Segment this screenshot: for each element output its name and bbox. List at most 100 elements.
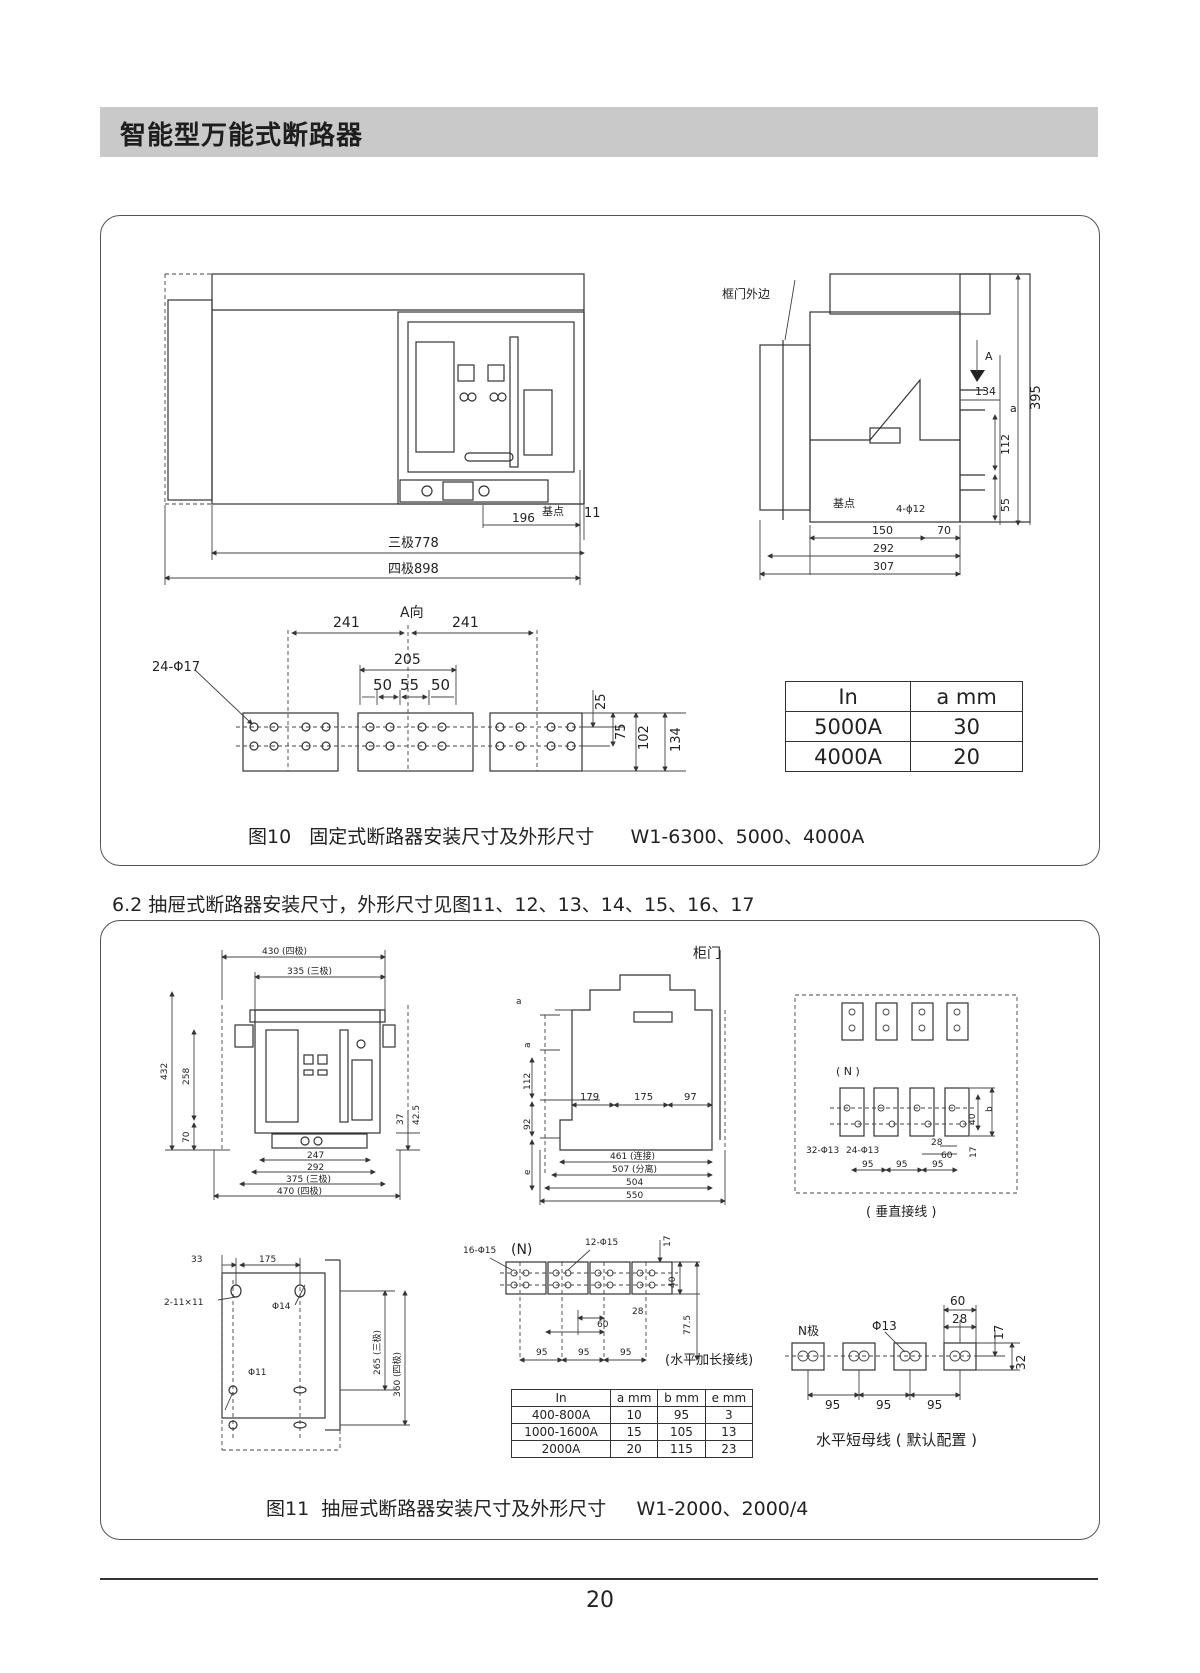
- fig10-side-112: 112: [999, 434, 1012, 455]
- fig10-direction-a: A向: [400, 605, 424, 621]
- fig11-horizontal-long: 16-Φ15 (N) 12-Φ15 17 40 28 60 77.5 95 95…: [463, 1236, 753, 1368]
- fig11-mount-slots: 2-11×11: [164, 1298, 203, 1308]
- fig10-terminal-view: A向 241 241 24-Φ17 205 50 55 50 25 75 102…: [152, 605, 686, 772]
- fig10-dim-196: 196: [512, 511, 535, 525]
- table-cell: 400-800A: [510, 1406, 612, 1424]
- fig11-side-97: 97: [684, 1092, 697, 1103]
- fig11-hshort-17: 17: [992, 1325, 1006, 1340]
- fig11-dim-292: 292: [307, 1163, 324, 1173]
- fig11-hshort-95-c: 95: [927, 1398, 942, 1412]
- fig11-hshort-caption: 水平短母线 ( 默认配置 ): [816, 1431, 977, 1449]
- table-cell: 15: [610, 1423, 659, 1441]
- fig11-dim-37: 37: [396, 1114, 406, 1125]
- fig10-side-395: 395: [1029, 385, 1044, 410]
- fig10-dim-11: 11: [584, 506, 601, 521]
- fig11-hlong-95-a: 95: [536, 1348, 547, 1358]
- fig10-side-55: 55: [999, 498, 1012, 512]
- fig11-vert-95-c: 95: [932, 1160, 943, 1170]
- fig11-hlong-77-5: 77.5: [683, 1315, 693, 1335]
- fig11-dim-335: 335 (三极): [287, 965, 332, 977]
- table-cell: 10: [610, 1406, 659, 1424]
- fig11-hshort-28: 28: [952, 1312, 967, 1326]
- fig11-hlong-holes-16: 16-Φ15: [463, 1246, 496, 1256]
- fig11-dim-470: 470 (四极): [277, 1185, 322, 1197]
- fig11-mount-175: 175: [259, 1255, 276, 1265]
- fig11-vert-n-label: ( N ): [836, 1065, 860, 1078]
- footer-divider: [100, 1578, 1098, 1580]
- fig11-mount-360: 360 (四极): [391, 1352, 403, 1397]
- fig11-vert-caption: ( 垂直接线 ): [866, 1204, 936, 1220]
- fig11-dim-247: 247: [307, 1151, 324, 1161]
- fig11-side-507: 507 (分离): [612, 1163, 657, 1175]
- table-cell: 20: [910, 741, 1023, 772]
- fig10-dim-205: 205: [394, 652, 421, 668]
- table-header-cell: e mm: [704, 1389, 754, 1407]
- fig11-mount-phi11: Φ11: [248, 1368, 267, 1378]
- fig10-side-a: a: [1010, 402, 1017, 415]
- table-header-cell: a mm: [910, 681, 1023, 712]
- table-row: In a mm: [784, 681, 1023, 712]
- header-bar: 智能型万能式断路器: [100, 107, 1098, 157]
- fig11-dim-70: 70: [182, 1131, 192, 1143]
- fig11-vert-95-a: 95: [862, 1160, 873, 1170]
- fig11-hshort-95-a: 95: [825, 1398, 840, 1412]
- table-cell: 105: [657, 1423, 706, 1441]
- fig11-hlong-95-c: 95: [620, 1348, 631, 1358]
- fig10-front-view: 196 基点 11 三极778 四极898: [164, 273, 601, 585]
- fig11-dim-42-5: 42.5: [412, 1105, 422, 1125]
- fig10-side-134: 134: [975, 385, 996, 398]
- fig11-caption: 图11 抽屉式断路器安装尺寸及外形尺寸 W1-2000、2000/4: [266, 1498, 809, 1520]
- table-cell: 5000A: [784, 711, 912, 742]
- fig11-side-461: 461 (连接): [610, 1150, 655, 1162]
- fig10-side-150: 150: [872, 524, 893, 537]
- fig11-vert-dim-60: 60: [941, 1151, 953, 1161]
- table-cell: 115: [657, 1440, 706, 1458]
- fig10-three-pole: 三极778: [388, 536, 439, 551]
- fig11-vert-holes-24: 24-Φ13: [846, 1146, 879, 1156]
- fig11-vertical-connection: ( N ) 40 b 17 28 60 32-Φ13 24-Φ13 95 95 …: [794, 994, 1018, 1220]
- page-number: 20: [586, 1588, 614, 1613]
- fig11-side-504: 504: [626, 1178, 643, 1188]
- fig11-side-view: 柜门 a a 112 92 e 179 175 97 461 (连接) 507 …: [516, 946, 726, 1205]
- section-heading: 6.2 抽屉式断路器安装尺寸，外形尺寸见图11、12、13、14、15、16、1…: [112, 894, 755, 916]
- fig11-dim-432: 432: [160, 1063, 170, 1080]
- fig11-hlong-17: 17: [663, 1236, 673, 1247]
- fig11-mounting-view: 33 175 2-11×11 Φ14 Φ11 265 (三极) 360 (四极): [164, 1255, 410, 1451]
- fig11-hshort-60: 60: [950, 1294, 965, 1308]
- fig10-side-holes: 4-ɸ12: [896, 504, 925, 515]
- table-row: 1000-1600A 15 105 13: [510, 1423, 754, 1441]
- fig11-hlong-n-label: (N): [511, 1242, 532, 1258]
- table-cell: 30: [910, 711, 1023, 742]
- fig11-hlong-holes-12: 12-Φ15: [585, 1238, 618, 1248]
- fig11-vert-holes-32: 32-Φ13: [806, 1146, 839, 1156]
- fig11-side-179: 179: [580, 1092, 599, 1103]
- table-cell: 20: [610, 1440, 659, 1458]
- fig10-dim-25: 25: [594, 693, 609, 710]
- fig10-side-view: 框门外边 A 134 a 112 55 395 基点 4-ɸ12 150 70 …: [722, 273, 1044, 580]
- table-cell: 23: [704, 1440, 754, 1458]
- fig10-side-307: 307: [873, 560, 894, 573]
- fig10-holes-label: 24-Φ17: [152, 660, 200, 675]
- fig10-base-point: 基点: [542, 505, 564, 518]
- fig11-dim-430: 430 (四极): [262, 945, 307, 957]
- table-row: 4000A 20: [784, 741, 1023, 772]
- fig11-cabinet-door: 柜门: [693, 946, 721, 962]
- fig11-side-e: e: [523, 1169, 533, 1175]
- table-row: 400-800A 10 95 3: [510, 1406, 754, 1424]
- fig10-dim-102: 102: [637, 725, 652, 750]
- fig11-vert-dim-40: 40: [968, 1113, 978, 1125]
- fig11-side-a1: a: [516, 997, 522, 1007]
- fig10-four-pole: 四极898: [388, 562, 439, 577]
- page-title: 智能型万能式断路器: [120, 121, 364, 151]
- table-cell: 2000A: [510, 1440, 612, 1458]
- table-header-cell: a mm: [610, 1389, 659, 1407]
- fig10-arrow-a: A: [985, 350, 993, 363]
- fig10-dim-50-a: 50: [373, 676, 392, 694]
- table-row: In a mm b mm e mm: [510, 1389, 754, 1407]
- fig11-mount-phi14: Φ14: [272, 1302, 291, 1312]
- table-header-cell: In: [510, 1389, 612, 1407]
- fig11-hlong-28: 28: [632, 1307, 644, 1317]
- fig11-hshort-n-pole: N极: [798, 1324, 819, 1338]
- fig11-vert-dim-17: 17: [969, 1147, 979, 1158]
